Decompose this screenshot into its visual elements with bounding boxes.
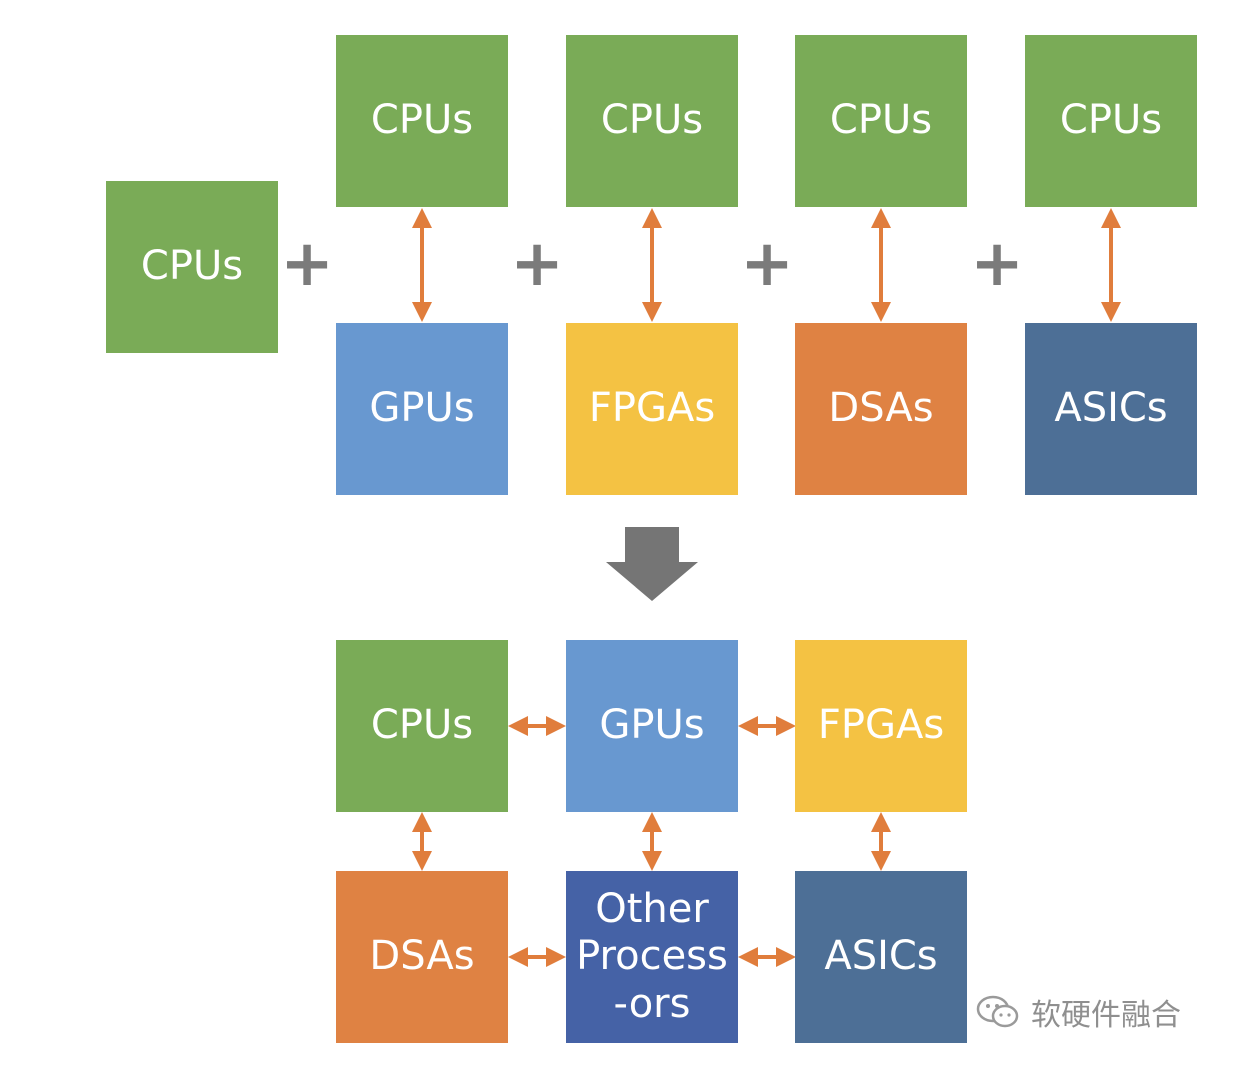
grid-asics-label: ASICs — [824, 933, 938, 980]
pair1-cpus-box: CPUs — [336, 35, 508, 207]
pair3-cpus-label: CPUs — [829, 97, 933, 144]
pair1-cpus-label: CPUs — [370, 97, 474, 144]
plus-sign-3: + — [740, 227, 794, 301]
grid-fpgas-box: FPGAs — [795, 640, 967, 812]
pair1-gpus-box: GPUs — [336, 323, 508, 495]
pair4-asics-label: ASICs — [1054, 385, 1168, 432]
grid-gpus-label: GPUs — [599, 702, 705, 749]
pair4-cpus-box: CPUs — [1025, 35, 1197, 207]
pair3-cpus-box: CPUs — [795, 35, 967, 207]
plus-sign-2: + — [510, 227, 564, 301]
grid-cpus-box: CPUs — [336, 640, 508, 812]
grid-cpus-label: CPUs — [370, 702, 474, 749]
grid-asics-box: ASICs — [795, 871, 967, 1043]
wechat-icon — [976, 995, 1019, 1028]
plus-sign-1: + — [280, 227, 334, 301]
pair2-fpgas-box: FPGAs — [566, 323, 738, 495]
grid-fpgas-label: FPGAs — [817, 702, 945, 749]
grid-dsas-label: DSAs — [369, 933, 475, 980]
pair1-gpus-label: GPUs — [369, 385, 475, 432]
other-line-3: -ors — [613, 980, 691, 1027]
pair3-dsas-label: DSAs — [828, 385, 934, 432]
standalone-cpus-box: CPUs — [106, 181, 278, 353]
standalone-cpus-label: CPUs — [140, 243, 244, 290]
pair2-fpgas-label: FPGAs — [588, 385, 716, 432]
pair4-cpus-label: CPUs — [1059, 97, 1163, 144]
grid-dsas-box: DSAs — [336, 871, 508, 1043]
grid-gpus-box: GPUs — [566, 640, 738, 812]
watermark-text: 软硬件融合 — [1031, 998, 1181, 1033]
pair3-dsas-box: DSAs — [795, 323, 967, 495]
other-line-2: Process — [576, 933, 728, 980]
grid-other-processors-box: Other Process -ors — [566, 871, 738, 1043]
pair4-asics-box: ASICs — [1025, 323, 1197, 495]
grid-other-processors-label: Other Process -ors — [576, 886, 728, 1028]
pair2-cpus-box: CPUs — [566, 35, 738, 207]
plus-sign-4: + — [970, 227, 1024, 301]
down-arrow — [606, 527, 698, 601]
watermark: 软硬件融合 — [975, 990, 1181, 1034]
pair2-cpus-label: CPUs — [600, 97, 704, 144]
other-line-1: Other — [595, 886, 709, 933]
